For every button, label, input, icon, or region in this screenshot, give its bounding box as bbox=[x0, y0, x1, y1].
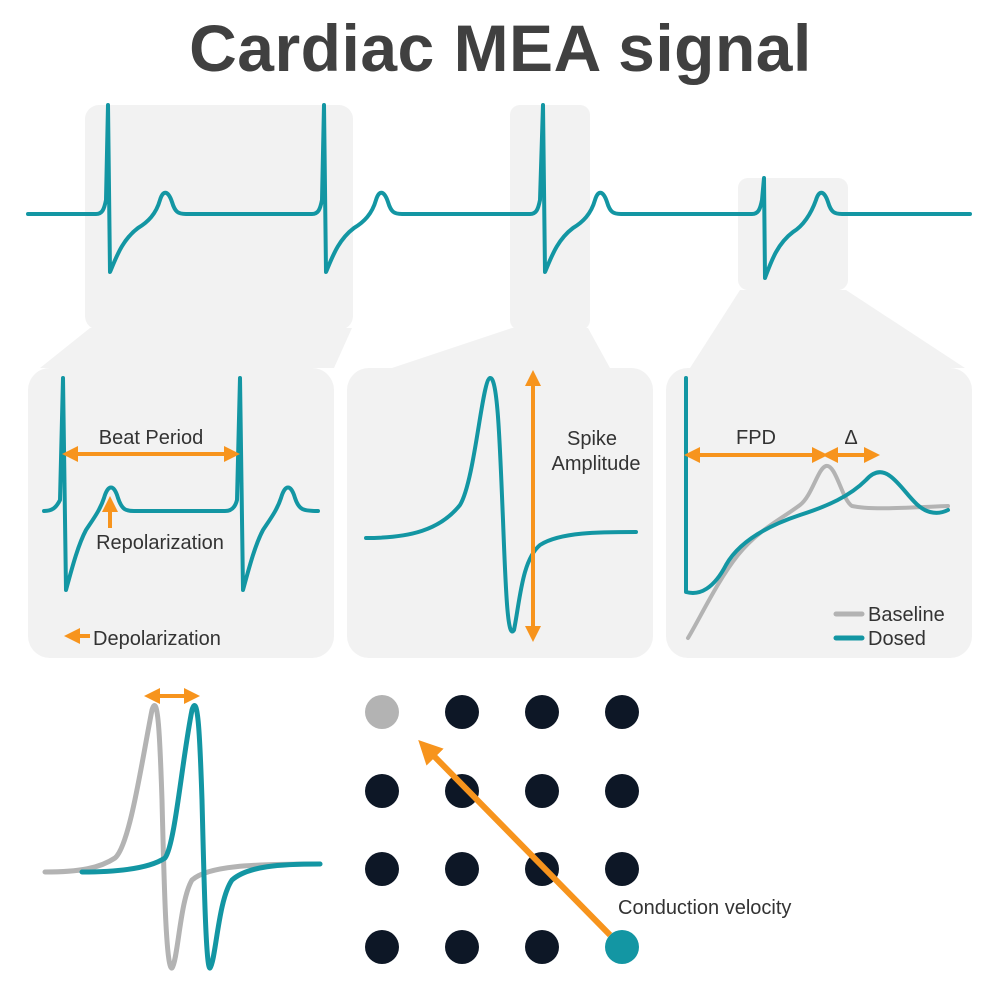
depolarization-label: Depolarization bbox=[93, 628, 221, 650]
repolarization-label: Repolarization bbox=[96, 532, 224, 554]
electrode bbox=[605, 852, 639, 886]
electrode bbox=[445, 774, 479, 808]
electrode bbox=[445, 930, 479, 964]
zoom-connectors bbox=[40, 290, 965, 368]
electrode-grid: Conduction velocity bbox=[365, 695, 791, 964]
electrode-teal bbox=[605, 930, 639, 964]
top-signal-trace bbox=[26, 103, 972, 280]
electrode bbox=[605, 774, 639, 808]
panel3-dosed-trace bbox=[684, 376, 950, 595]
beat-period-label: Beat Period bbox=[99, 427, 204, 449]
spike-shift-comparison bbox=[42, 688, 323, 971]
panel1-trace bbox=[42, 376, 320, 592]
spike-amplitude-label-line1: Spike bbox=[567, 428, 617, 450]
panel-spike-amplitude: Spike Amplitude bbox=[347, 368, 653, 658]
electrode bbox=[525, 695, 559, 729]
baseline-spike-trace bbox=[42, 703, 323, 971]
electrode bbox=[525, 930, 559, 964]
electrode bbox=[445, 852, 479, 886]
electrode bbox=[605, 695, 639, 729]
electrode-gray bbox=[365, 695, 399, 729]
electrode bbox=[365, 852, 399, 886]
panel3-baseline-trace bbox=[686, 464, 950, 640]
electrode bbox=[365, 930, 399, 964]
conduction-velocity-arrow bbox=[418, 740, 613, 938]
top-highlight-boxes bbox=[85, 105, 848, 330]
fpd-label: FPD bbox=[736, 427, 776, 449]
dosed-spike-trace bbox=[79, 703, 323, 971]
electrode bbox=[445, 695, 479, 729]
panel-beat-period: Beat Period Repolarization Depolarizatio… bbox=[28, 368, 334, 658]
highlight-box-beat bbox=[85, 105, 353, 330]
conduction-velocity-label: Conduction velocity bbox=[618, 897, 791, 919]
legend-baseline-label: Baseline bbox=[868, 604, 945, 626]
spike-amplitude-label-line2: Amplitude bbox=[552, 453, 641, 475]
legend-dosed-label: Dosed bbox=[868, 628, 926, 650]
panel-fpd: FPD Δ Baseline Dosed bbox=[666, 368, 972, 658]
page-title: Cardiac MEA signal bbox=[189, 11, 812, 85]
delta-label: Δ bbox=[844, 427, 857, 449]
electrode bbox=[365, 774, 399, 808]
electrode bbox=[525, 774, 559, 808]
highlight-box-spike bbox=[510, 105, 590, 330]
